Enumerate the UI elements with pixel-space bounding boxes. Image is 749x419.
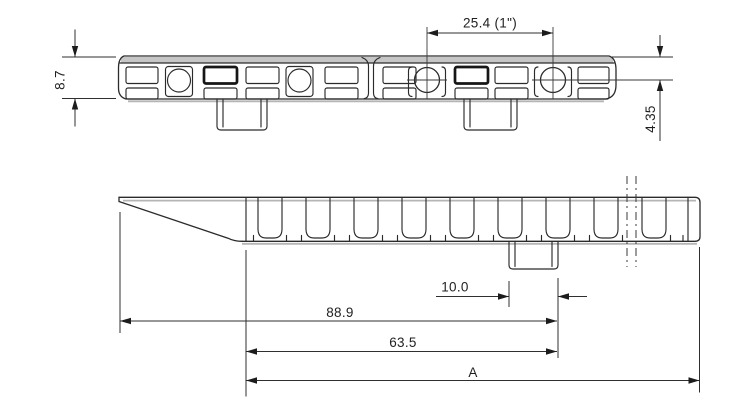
top-view bbox=[117, 55, 617, 131]
slot-cells bbox=[125, 65, 610, 100]
arrowhead bbox=[498, 293, 509, 300]
arrowhead bbox=[71, 98, 79, 110]
arrowhead bbox=[246, 377, 257, 384]
extension-lines bbox=[62, 56, 116, 99]
arrowhead bbox=[120, 317, 131, 325]
arrowhead bbox=[246, 348, 257, 355]
arrowhead bbox=[558, 293, 569, 300]
hole-circle bbox=[287, 68, 312, 93]
nose-ramp bbox=[118, 196, 243, 242]
hole-circle bbox=[166, 68, 192, 93]
pedestal-tab-side-view bbox=[508, 240, 559, 270]
arrowhead bbox=[656, 80, 664, 91]
dimension-length-to-tab: 88.9 bbox=[119, 212, 557, 333]
through-slot-bold bbox=[453, 65, 490, 85]
dimension-tab-width: 10.0 bbox=[436, 280, 587, 307]
dimension-top-to-center: 4.35 bbox=[532, 35, 673, 141]
dim-label-top-to-center: 4.35 bbox=[643, 105, 658, 132]
dim-label-length-to-tab: 88.9 bbox=[326, 305, 353, 320]
arrowhead bbox=[546, 317, 557, 325]
rail-profile-outline bbox=[118, 196, 701, 242]
top-chamfer-strip bbox=[121, 57, 613, 63]
dim-label-slotted-length: 63.5 bbox=[389, 335, 416, 350]
arrowhead bbox=[546, 348, 557, 355]
slot-notches bbox=[257, 196, 667, 239]
dimension-slotted-length: 63.5 bbox=[245, 250, 557, 397]
arrowhead bbox=[688, 377, 700, 384]
dim-label-overall-length: A bbox=[468, 365, 477, 380]
dim-label-slot-pitch: 25.4 (1") bbox=[463, 16, 517, 31]
dimension-overall-length: A bbox=[246, 247, 700, 393]
arrowhead bbox=[71, 46, 79, 57]
through-slot-bold bbox=[202, 65, 239, 85]
joint-seam bbox=[361, 56, 381, 100]
arrowhead bbox=[427, 29, 438, 37]
arrowhead bbox=[542, 29, 553, 37]
arrowhead bbox=[656, 46, 664, 57]
pedestal-tabs-top-view bbox=[216, 98, 518, 131]
dimension-slot-pitch: 25.4 (1") bbox=[426, 16, 554, 99]
dim-label-tab-width: 10.0 bbox=[441, 280, 468, 295]
dimension-profile-height: 8.7 bbox=[53, 29, 116, 127]
tooth-corner-ticks bbox=[252, 234, 684, 242]
round-holes bbox=[164, 65, 314, 98]
break-lines bbox=[626, 176, 637, 267]
dim-label-profile-height: 8.7 bbox=[53, 70, 68, 90]
side-view bbox=[118, 176, 701, 270]
extension-lines bbox=[426, 27, 554, 99]
